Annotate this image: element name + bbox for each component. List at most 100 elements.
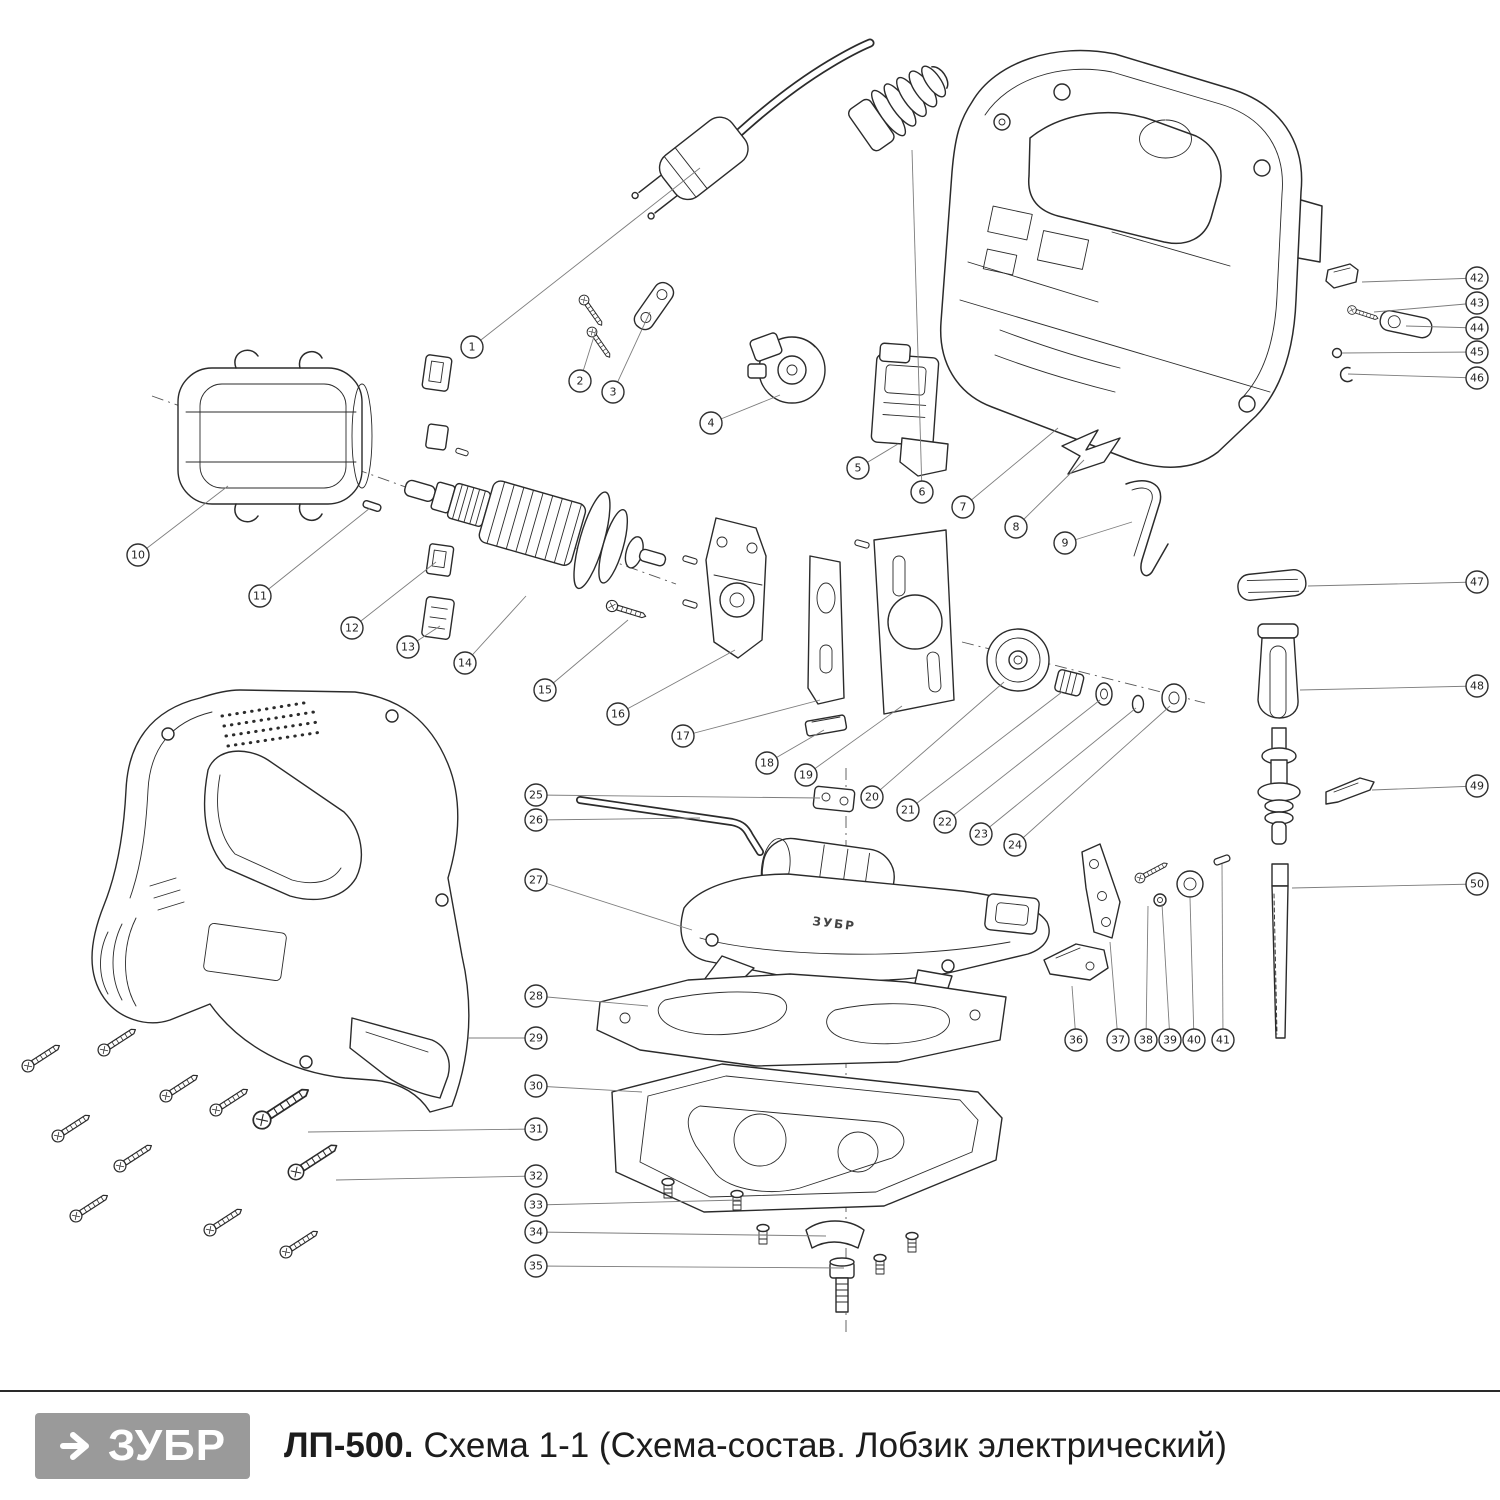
callout-17: 17	[671, 724, 695, 748]
svg-text:12: 12	[345, 622, 359, 635]
svg-text:35: 35	[529, 1260, 543, 1273]
leader-line-46	[1347, 373, 1478, 379]
leader-line-44	[1405, 325, 1478, 329]
callout-43: 43	[1465, 291, 1489, 315]
leader-line-11	[259, 507, 371, 597]
callout-25: 25	[524, 783, 548, 807]
svg-text:27: 27	[529, 874, 543, 887]
svg-text:34: 34	[529, 1226, 543, 1239]
svg-text:15: 15	[538, 684, 552, 697]
svg-text:25: 25	[529, 789, 543, 802]
cord-protector-drawing	[847, 65, 949, 152]
svg-text:9: 9	[1062, 537, 1069, 550]
leader-line-39	[1161, 903, 1171, 1041]
callout-layer: 1234567891011121314151617181920212223242…	[126, 149, 1489, 1278]
callout-27: 27	[524, 868, 548, 892]
svg-text:10: 10	[131, 549, 145, 562]
callout-31: 31	[524, 1117, 548, 1141]
svg-text:44: 44	[1470, 322, 1484, 335]
leader-line-12	[351, 561, 437, 629]
leader-line-26	[535, 817, 701, 821]
zubr-arrow-icon	[59, 1432, 89, 1460]
leader-line-20	[871, 681, 1005, 798]
leader-line-9	[1064, 521, 1133, 544]
svg-text:14: 14	[458, 657, 472, 670]
leader-line-16	[617, 649, 736, 715]
leader-line-25	[535, 794, 821, 799]
leader-line-15	[544, 619, 629, 691]
callout-50: 50	[1465, 872, 1489, 896]
schema-subtitle: Схема 1-1 (Схема-состав. Лобзик электрич…	[423, 1426, 1227, 1465]
svg-text:1: 1	[469, 341, 476, 354]
svg-text:22: 22	[938, 816, 952, 829]
footer: ЗУБР ЛП-500.Схема 1-1 (Схема-состав. Лоб…	[0, 1390, 1500, 1500]
callout-47: 47	[1465, 570, 1489, 594]
leader-line-8	[1015, 459, 1085, 528]
motor-housing-drawing	[939, 49, 1323, 468]
callout-33: 33	[524, 1193, 548, 1217]
svg-text:24: 24	[1008, 839, 1022, 852]
callout-7: 7	[951, 495, 975, 519]
wire-bail-drawing	[1125, 480, 1169, 577]
schema-title: ЛП-500.Схема 1-1 (Схема-состав. Лобзик э…	[284, 1426, 1227, 1466]
svg-text:6: 6	[919, 486, 926, 499]
roller-lever-drawing	[1325, 777, 1375, 805]
callout-8: 8	[1004, 515, 1028, 539]
callout-32: 32	[524, 1164, 548, 1188]
leader-line-7	[962, 427, 1059, 508]
svg-text:36: 36	[1069, 1034, 1083, 1047]
svg-text:28: 28	[529, 990, 543, 1003]
callout-41: 41	[1211, 1028, 1235, 1052]
leader-line-45	[1341, 351, 1478, 354]
switch-drawing	[870, 342, 949, 477]
stator-drawing	[177, 349, 373, 523]
svg-text:43: 43	[1470, 297, 1484, 310]
callout-4: 4	[699, 411, 723, 435]
slider-knob-drawing	[1237, 569, 1307, 601]
leader-line-27	[535, 879, 693, 931]
leader-line-35	[535, 1265, 845, 1269]
svg-text:29: 29	[529, 1032, 543, 1045]
svg-text:37: 37	[1111, 1034, 1125, 1047]
armature-drawing	[403, 479, 667, 590]
leader-line-6	[911, 149, 923, 493]
callout-18: 18	[755, 751, 779, 775]
callout-26: 26	[524, 808, 548, 832]
exploded-diagram: ЗУБР	[19, 38, 1489, 1332]
svg-text:47: 47	[1470, 576, 1484, 589]
callout-37: 37	[1106, 1028, 1130, 1052]
callout-40: 40	[1182, 1028, 1206, 1052]
callout-10: 10	[126, 543, 150, 567]
callout-9: 9	[1053, 531, 1077, 555]
body-housing-drawing	[91, 689, 470, 1113]
base-shoe-drawing	[611, 1063, 1003, 1213]
leader-line-43	[1373, 302, 1478, 313]
leader-line-32	[335, 1175, 537, 1181]
shim-plate-drawing	[804, 714, 848, 737]
callout-3: 3	[601, 380, 625, 404]
callout-29: 29	[524, 1026, 548, 1050]
svg-text:40: 40	[1187, 1034, 1201, 1047]
svg-text:3: 3	[610, 386, 617, 399]
cord-clamp-drawing	[633, 281, 675, 331]
leader-line-37	[1109, 941, 1119, 1041]
gear-plate-drawing	[705, 517, 767, 659]
bearing-retainer-drawing	[747, 332, 826, 404]
callout-30: 30	[524, 1074, 548, 1098]
brush-holder-parts	[361, 354, 470, 640]
svg-text:21: 21	[901, 804, 915, 817]
svg-text:19: 19	[799, 769, 813, 782]
svg-text:23: 23	[974, 828, 988, 841]
leader-line-33	[535, 1199, 741, 1206]
svg-text:38: 38	[1139, 1034, 1153, 1047]
pendulum-parts-drawing	[1043, 843, 1232, 981]
svg-text:17: 17	[676, 730, 690, 743]
clamp-screws-drawing	[576, 292, 615, 361]
support-plate-drawing	[807, 555, 845, 705]
leader-line-4	[710, 394, 781, 424]
svg-text:7: 7	[960, 501, 967, 514]
leader-line-40	[1189, 897, 1195, 1041]
svg-text:39: 39	[1163, 1034, 1177, 1047]
callout-11: 11	[248, 584, 272, 608]
callout-5: 5	[846, 456, 870, 480]
